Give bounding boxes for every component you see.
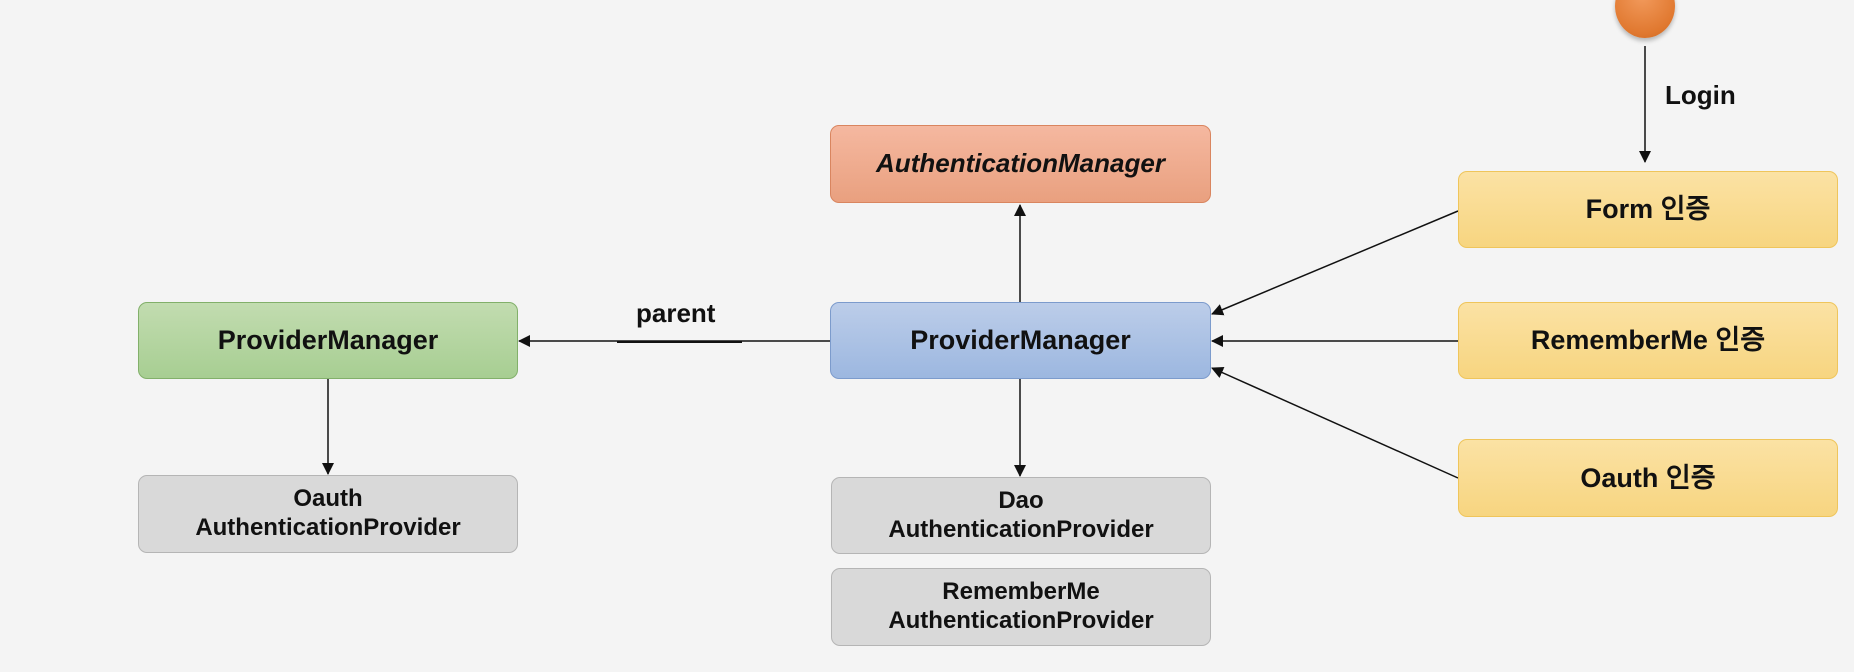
rememberme-provider-line2: AuthenticationProvider <box>888 607 1154 634</box>
rememberme-auth-box: RememberMe 인증 <box>1458 302 1838 379</box>
form-auth-label: Form 인증 <box>1585 194 1711 225</box>
oauth-provider-box: Oauth AuthenticationProvider <box>138 475 518 553</box>
authentication-manager-label: AuthenticationManager <box>876 148 1165 179</box>
login-label: Login <box>1665 80 1736 110</box>
provider-manager-main-label: ProviderManager <box>910 325 1131 356</box>
dao-provider-box: Dao AuthenticationProvider <box>831 477 1211 554</box>
dao-provider-line1: Dao <box>998 486 1044 514</box>
provider-manager-parent-label: ProviderManager <box>217 325 439 356</box>
oauth-auth-box: Oauth 인증 <box>1458 439 1838 517</box>
oauth-to-provider-arrow <box>1211 367 1459 479</box>
oauth-provider-line2: AuthenticationProvider <box>195 514 461 541</box>
rememberme-provider-box: RememberMe AuthenticationProvider <box>831 568 1211 646</box>
dao-provider-line2: AuthenticationProvider <box>888 515 1154 543</box>
authentication-manager-box: AuthenticationManager <box>830 125 1211 203</box>
parent-label: parent <box>636 298 716 328</box>
oauth-provider-line1: Oauth <box>293 485 363 513</box>
rememberme-auth-label: RememberMe 인증 <box>1530 325 1766 356</box>
oauth-auth-label: Oauth 인증 <box>1580 462 1716 493</box>
form-to-provider-arrow <box>1211 210 1459 316</box>
provider-manager-parent-box: ProviderManager <box>138 302 518 379</box>
rememberme-provider-line1: RememberMe <box>942 578 1100 606</box>
form-auth-box: Form 인증 <box>1458 171 1838 248</box>
provider-manager-main-box: ProviderManager <box>830 302 1211 379</box>
